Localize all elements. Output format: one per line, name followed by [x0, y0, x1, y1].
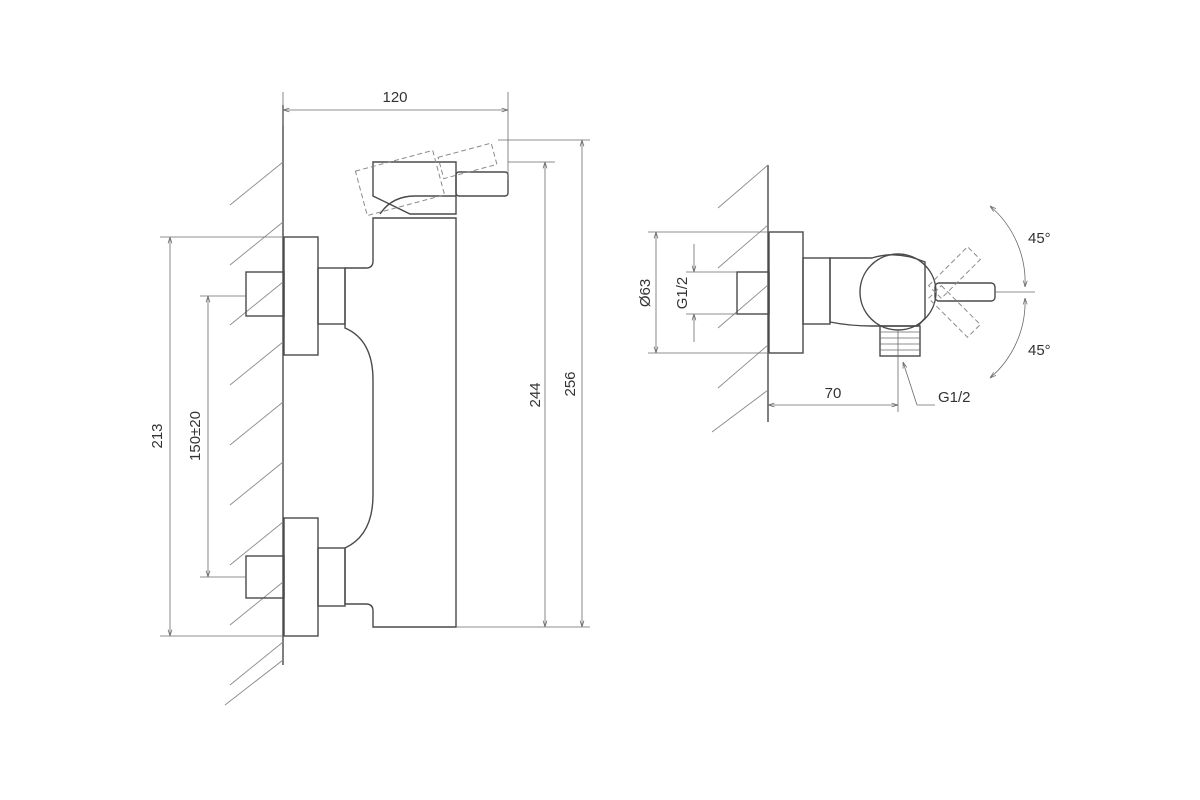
dimension-g12-inlet: G1/2 [674, 244, 737, 342]
dimension-g12-outlet-label: G1/2 [938, 389, 971, 406]
dimension-256-label: 256 [562, 371, 579, 396]
dimension-g12-inlet-label: G1/2 [674, 277, 691, 310]
side-connector [736, 231, 831, 354]
dimension-150-label: 150±20 [187, 411, 204, 461]
wall-hatching-front [224, 105, 284, 706]
dimension-g12-outlet: G1/2 [903, 362, 971, 406]
lever-handle-side [934, 282, 996, 302]
outlet-thread [879, 325, 921, 357]
dimension-244-label: 244 [527, 382, 544, 407]
dimension-63-label: Ø63 [637, 279, 654, 307]
dimension-120: 120 [282, 89, 509, 180]
dimension-213-label: 213 [149, 423, 166, 448]
lower-connector [245, 517, 346, 637]
lever-handle-front [372, 161, 509, 215]
front-view: 120 213 150±20 244 256 [149, 89, 590, 706]
upper-connector [245, 236, 346, 356]
angle-45-lower-label: 45° [1028, 342, 1051, 359]
dimension-213: 213 [149, 236, 284, 637]
dimension-244: 244 [456, 161, 590, 628]
side-view: Ø63 G1/2 70 G1/2 45° [637, 164, 1051, 433]
dimension-70-label: 70 [825, 385, 842, 402]
lever-rotated-outline [354, 142, 498, 217]
angle-45-upper: 45° [990, 206, 1051, 293]
dimension-120-label: 120 [382, 89, 407, 106]
dimension-150: 150±20 [187, 295, 246, 578]
mixer-body-side [829, 254, 926, 327]
angle-45-lower: 45° [990, 298, 1051, 378]
mixer-body [344, 217, 457, 628]
dimension-63: Ø63 [637, 231, 769, 354]
dimension-70: 70 [768, 330, 899, 412]
angle-45-upper-label: 45° [1028, 230, 1051, 247]
wall-hatching-side [711, 164, 769, 433]
lever-rotated-outlines [927, 246, 981, 338]
dimension-256: 256 [498, 139, 590, 627]
